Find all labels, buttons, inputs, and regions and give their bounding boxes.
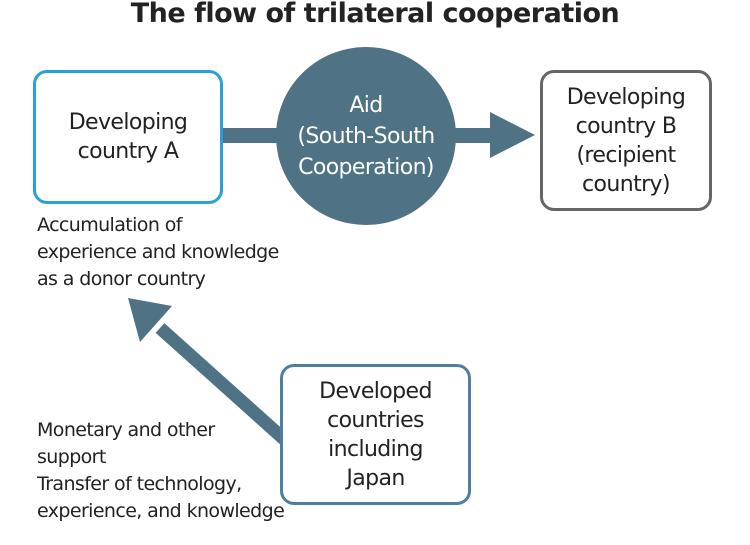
note-line: Monetary and other bbox=[37, 419, 215, 441]
box-c-line: Developed bbox=[319, 378, 432, 404]
note-line: Accumulation of bbox=[37, 214, 182, 236]
box-b-line: (recipient bbox=[576, 142, 676, 168]
support-arrowhead bbox=[128, 298, 172, 342]
donor-experience-note: Accumulation of experience and knowledge… bbox=[37, 212, 279, 293]
developed-countries-box: Developed countries including Japan bbox=[280, 364, 471, 505]
box-b-line: country) bbox=[582, 171, 671, 197]
note-line: support bbox=[37, 446, 106, 468]
aid-arrowhead bbox=[490, 112, 535, 158]
box-c-line: countries bbox=[327, 407, 424, 433]
note-line: experience, and knowledge bbox=[37, 500, 285, 522]
box-b-line: Developing bbox=[566, 84, 686, 110]
box-c-line: Japan bbox=[346, 465, 405, 491]
aid-line: (South-South bbox=[297, 123, 435, 149]
diagram-title: The flow of trilateral cooperation bbox=[130, 0, 620, 29]
box-b-line: country B bbox=[575, 113, 677, 139]
aid-line: Cooperation) bbox=[298, 154, 434, 180]
note-line: as a donor country bbox=[37, 268, 206, 290]
box-a-line: country A bbox=[77, 139, 179, 164]
note-line: Transfer of technology, bbox=[37, 473, 242, 495]
box-a-line: Developing bbox=[68, 110, 188, 135]
developing-country-b-box: Developing country B (recipient country) bbox=[540, 70, 712, 211]
aid-circle: Aid (South-South Cooperation) bbox=[276, 47, 456, 225]
support-arrow-shaft bbox=[155, 323, 290, 445]
developing-country-a-box: Developing country A bbox=[33, 70, 223, 204]
support-note: Monetary and other support Transfer of t… bbox=[37, 417, 285, 525]
box-c-line: including bbox=[328, 436, 423, 462]
aid-line: Aid bbox=[349, 92, 383, 118]
note-line: experience and knowledge bbox=[37, 241, 279, 263]
